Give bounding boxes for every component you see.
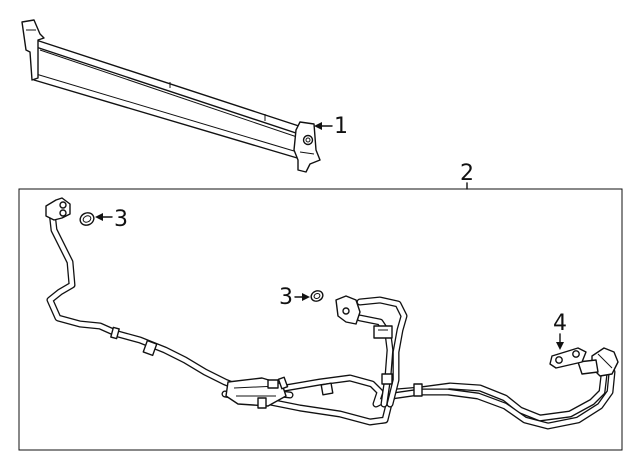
- cooler-right-bracket: [293, 121, 321, 173]
- part-3-seal-upper: [79, 212, 95, 226]
- left-end-fitting: [45, 197, 71, 221]
- callout-3a-label: 3: [114, 207, 128, 232]
- callout-1: 1: [314, 114, 348, 139]
- assembly-frame: [18, 188, 623, 451]
- callout-4: 4: [553, 311, 567, 350]
- callout-3a: 3: [95, 207, 128, 232]
- callout-3b-label: 3: [279, 285, 293, 310]
- part-1-transmission-cooler: [21, 19, 321, 173]
- callout-4-label: 4: [553, 311, 567, 336]
- center-fitting: [335, 295, 361, 325]
- callout-2-label: 2: [460, 161, 474, 186]
- part-3-seal-center: [310, 290, 324, 302]
- part-4-gasket: [549, 347, 587, 369]
- callout-1-label: 1: [334, 114, 348, 139]
- callout-3b: 3: [279, 285, 310, 310]
- center-clip: [373, 325, 393, 339]
- callout-2: 2: [460, 161, 474, 190]
- part-2-cooler-lines: [45, 197, 619, 430]
- cooler-left-bracket: [21, 19, 45, 81]
